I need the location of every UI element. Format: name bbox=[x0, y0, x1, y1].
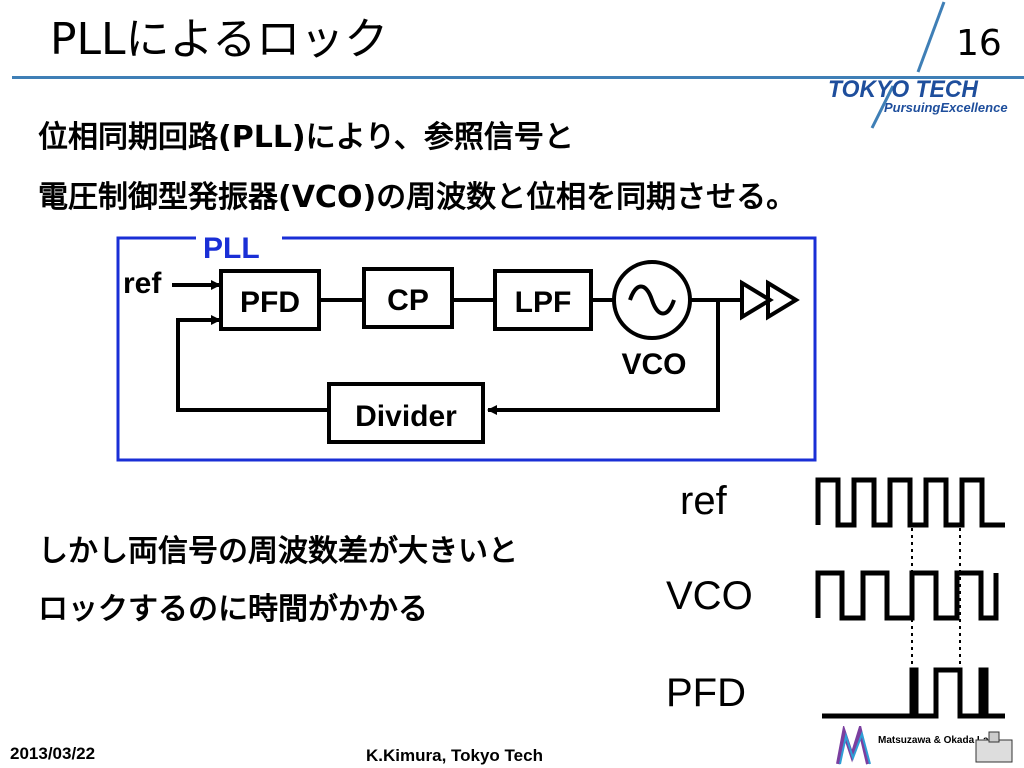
slide-title: PLLによるロック bbox=[50, 14, 389, 65]
feedback-wire-to-pfd bbox=[176, 315, 329, 412]
building-tower-icon bbox=[988, 731, 1000, 743]
cp-label: CP bbox=[387, 284, 429, 317]
waveform-labels: ref VCO PFD bbox=[666, 479, 753, 715]
body-line-4: ロックするのに時間がかかる bbox=[38, 592, 428, 627]
logo-slash-lower bbox=[870, 85, 895, 129]
lab-logo-m-mark-inner bbox=[839, 730, 871, 765]
sine-wave-icon bbox=[628, 284, 676, 316]
waveform-label-vco: VCO bbox=[666, 574, 753, 618]
feedback-wire-to-divider bbox=[487, 300, 720, 415]
lpf-label: LPF bbox=[515, 286, 572, 319]
pll-label: PLL bbox=[203, 232, 260, 265]
logo-tagline: PursuingExcellence bbox=[884, 100, 1008, 115]
divider-block bbox=[327, 382, 485, 444]
page-number: 16 bbox=[956, 23, 1002, 64]
pfd-waveform bbox=[822, 667, 1005, 719]
footer-date: 2013/03/22 bbox=[10, 744, 96, 763]
body-line-1: 位相同期回路(PLL)により、参照信号と bbox=[38, 120, 574, 155]
output-buffer-icon bbox=[740, 279, 800, 321]
ref-waveform bbox=[815, 477, 1005, 528]
logo-slash-upper bbox=[916, 1, 946, 73]
vco-waveform bbox=[815, 570, 999, 621]
waveform-label-pfd: PFD bbox=[666, 671, 746, 715]
ref-label: ref bbox=[123, 267, 162, 300]
body-line-3: しかし両信号の周波数差が大きいと bbox=[38, 534, 518, 569]
divider-label: Divider bbox=[355, 400, 457, 433]
pll-block-diagram: PLL ref PFD CP LPF VCO Divider bbox=[116, 232, 817, 462]
tokyo-tech-logo: TOKYO TECH PursuingExcellence bbox=[828, 1, 1008, 129]
lab-logo: Matsuzawa & Okada Lab. bbox=[834, 726, 1020, 766]
footer-author: K.Kimura, Tokyo Tech bbox=[366, 746, 543, 765]
logo-wordmark: TOKYO TECH bbox=[828, 76, 979, 103]
lab-logo-text: Matsuzawa & Okada Lab. bbox=[878, 735, 998, 746]
timing-waveforms bbox=[815, 477, 1005, 719]
body-line-2: 電圧制御型発振器(VCO)の周波数と位相を同期させる。 bbox=[38, 180, 797, 215]
vco-label: VCO bbox=[621, 348, 686, 381]
building-icon bbox=[975, 739, 1013, 763]
lpf-block bbox=[493, 269, 593, 331]
pfd-label: PFD bbox=[240, 286, 300, 319]
pll-frame bbox=[116, 236, 817, 462]
waveform-label-ref: ref bbox=[680, 479, 728, 523]
title-divider bbox=[12, 76, 1024, 79]
cp-block bbox=[362, 267, 454, 329]
